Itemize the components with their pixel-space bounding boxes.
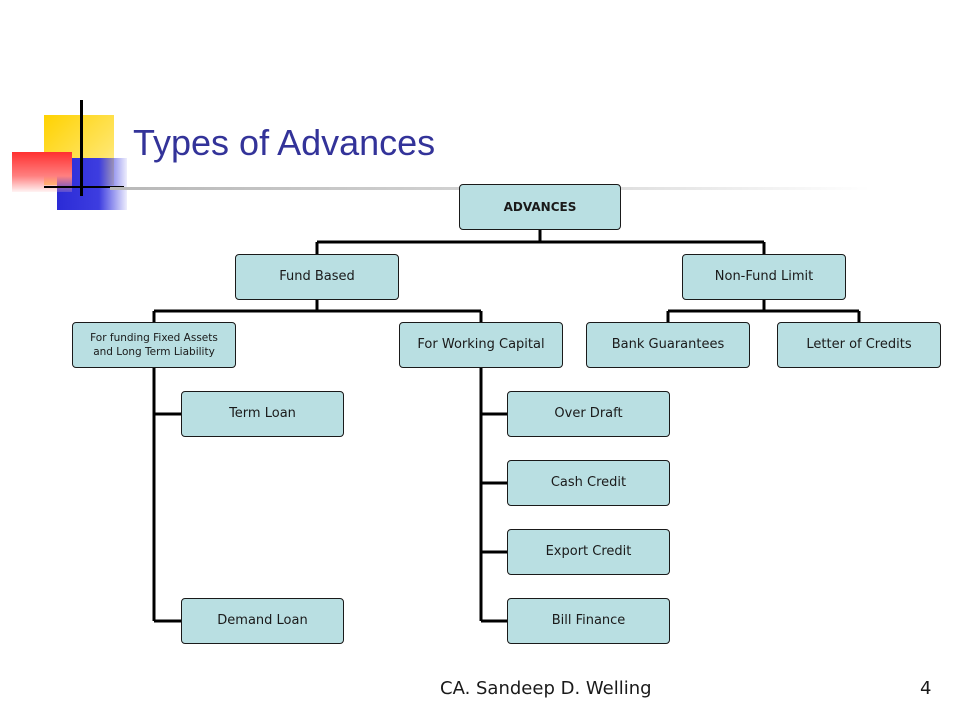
slide-title: Types of Advances xyxy=(133,122,436,163)
node-non-fund-limit: Non-Fund Limit xyxy=(682,254,846,300)
node-letter-of-credits: Letter of Credits xyxy=(777,322,941,368)
node-over-draft: Over Draft xyxy=(507,391,670,437)
page-number: 4 xyxy=(920,678,932,699)
footer-author: CA. Sandeep D. Welling xyxy=(440,678,652,699)
deco-horizontal-line xyxy=(44,186,124,188)
node-export-credit: Export Credit xyxy=(507,529,670,575)
node-advances: ADVANCES xyxy=(459,184,621,230)
node-fund-based: Fund Based xyxy=(235,254,399,300)
node-bill-finance: Bill Finance xyxy=(507,598,670,644)
node-fixed-assets: For funding Fixed Assets and Long Term L… xyxy=(72,322,236,368)
node-bank-guarantees: Bank Guarantees xyxy=(586,322,750,368)
deco-red-square xyxy=(12,152,72,192)
node-cash-credit: Cash Credit xyxy=(507,460,670,506)
deco-vertical-line xyxy=(80,100,83,196)
node-working-capital: For Working Capital xyxy=(399,322,563,368)
node-demand-loan: Demand Loan xyxy=(181,598,344,644)
node-term-loan: Term Loan xyxy=(181,391,344,437)
